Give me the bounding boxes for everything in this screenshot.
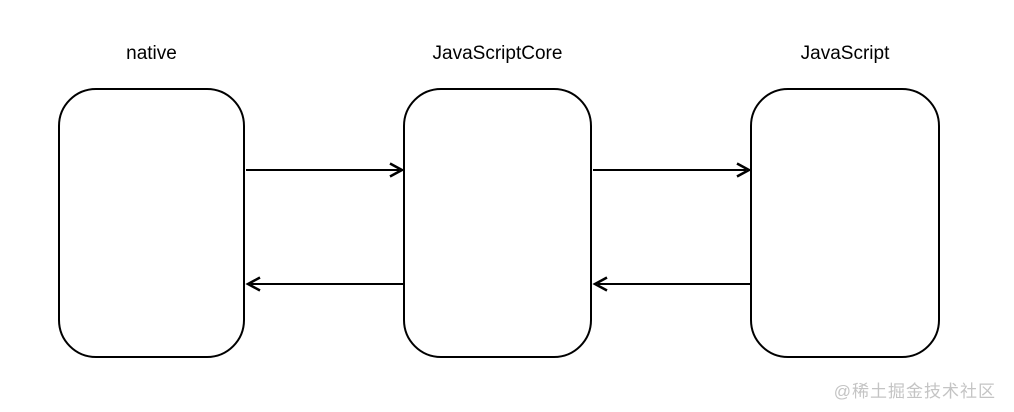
arrow-head-right-icon [736,162,752,178]
arrow-javascriptcore-to-native [245,276,404,292]
arrow-head-left-icon [245,276,261,292]
arrow-head-right-icon [389,162,405,178]
node-label-native: native [126,43,177,64]
arrow-javascript-to-javascriptcore [592,276,751,292]
node-box-javascript [750,88,940,358]
watermark: @稀土掘金技术社区 [833,382,996,401]
arrow-native-to-javascriptcore [246,162,405,178]
node-box-native [58,88,245,358]
node-box-javascriptcore [403,88,592,358]
node-label-javascript: JavaScript [800,43,890,64]
arrow-head-left-icon [592,276,608,292]
node-label-javascriptcore: JavaScriptCore [432,43,563,64]
arrow-javascriptcore-to-javascript [593,162,752,178]
